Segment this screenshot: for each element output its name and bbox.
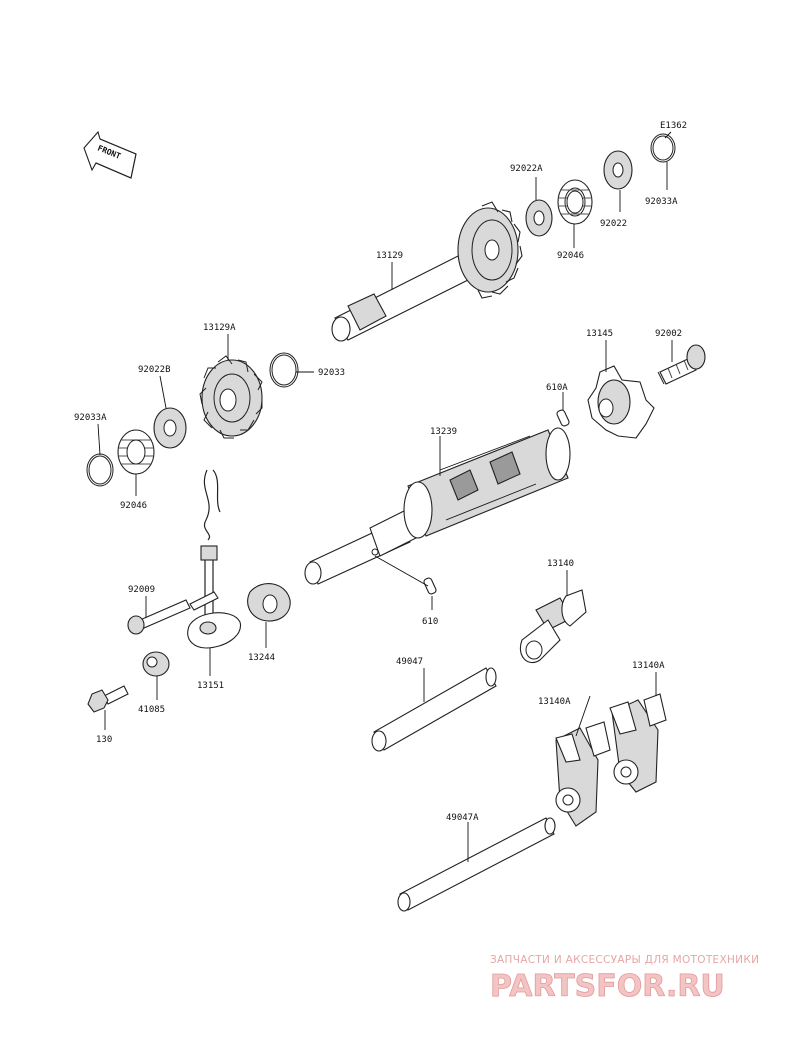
part-label[interactable]: 13140 (547, 559, 574, 569)
part-label[interactable]: 92033 (318, 368, 345, 378)
circlip-92033a-top (650, 133, 676, 163)
bolt-130 (87, 685, 129, 713)
part-label[interactable]: 92033A (645, 197, 678, 207)
part-label[interactable]: 13244 (248, 653, 275, 663)
part-label[interactable]: 49047A (446, 813, 479, 823)
part-label[interactable]: 13151 (197, 681, 224, 691)
shift-lever-13151 (187, 545, 241, 649)
watermark-tagline: ЗАПЧАСТИ И АКСЕССУАРЫ ДЛЯ МОТОТЕХНИКИ (490, 954, 759, 966)
part-label[interactable]: 41085 (138, 705, 165, 715)
rod-49047a (397, 817, 556, 912)
part-label[interactable]: 13145 (586, 329, 613, 339)
circlip-92033a-left (86, 453, 114, 487)
part-labels: 92033A 92022 92022A 92046 13129 13129A 9… (74, 164, 682, 823)
fork-13140a-left (555, 721, 611, 827)
part-label[interactable]: 130 (96, 735, 112, 745)
washer-92022a (525, 199, 553, 237)
part-label[interactable]: 610 (422, 617, 438, 627)
cam-13145 (587, 365, 655, 439)
gear-13129a (199, 355, 263, 439)
watermark-logo: PARTSFOR.RU (490, 969, 725, 1004)
diagram-code: E1362 (660, 121, 687, 131)
callout-leaders (97, 131, 673, 862)
needle-bearing-92046-top (557, 179, 593, 225)
watermark: ЗАПЧАСТИ И АКСЕССУАРЫ ДЛЯ МОТОТЕХНИКИ PA… (490, 954, 759, 1004)
bolt-92002 (657, 344, 706, 385)
bolt-92009 (127, 599, 191, 635)
part-label[interactable]: 13140A (538, 697, 571, 707)
shift-drum-13239 (304, 427, 571, 585)
part-label[interactable]: 92046 (120, 501, 147, 511)
part-label[interactable]: 92009 (128, 585, 155, 595)
part-label[interactable]: 13239 (430, 427, 457, 437)
part-label[interactable]: 92002 (655, 329, 682, 339)
part-label[interactable]: 49047 (396, 657, 423, 667)
washer-92022b (153, 407, 187, 449)
washer-92022 (603, 150, 633, 190)
pin-610 (423, 577, 437, 595)
spring-13151-upper (203, 469, 221, 541)
front-arrow-icon: FRONT (83, 130, 137, 179)
part-label[interactable]: 610A (546, 383, 568, 393)
fork-13140 (520, 589, 587, 664)
shaft-13129 (331, 201, 523, 342)
fork-13140a-right (609, 693, 667, 793)
part-label[interactable]: 92022 (600, 219, 627, 229)
collar-41085 (142, 651, 170, 677)
part-label[interactable]: 13140A (632, 661, 665, 671)
pin-610a (556, 409, 570, 427)
part-label[interactable]: 13129 (376, 251, 403, 261)
needle-bearing-92046-left (117, 429, 155, 475)
circlip-92033 (269, 352, 299, 388)
ratchet-13244 (247, 583, 291, 622)
part-label[interactable]: 92022A (510, 164, 543, 174)
rod-49047 (371, 667, 497, 752)
part-label[interactable]: 13129A (203, 323, 236, 333)
part-label[interactable]: 92033A (74, 413, 107, 423)
part-label[interactable]: 92022B (138, 365, 171, 375)
part-label[interactable]: 92046 (557, 251, 584, 261)
